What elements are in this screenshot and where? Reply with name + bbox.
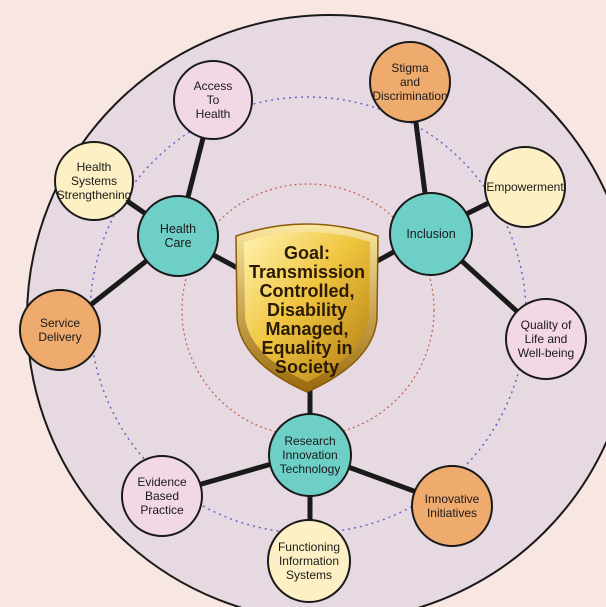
node-innovative-initiatives: Innovative Initiatives <box>411 465 493 547</box>
goal-shield <box>244 232 370 382</box>
hub-inclusion: Inclusion <box>389 192 473 276</box>
node-functioning-information-systems: Functioning Information Systems <box>267 519 351 603</box>
node-health-systems-strengthening: Health Systems Strengthening <box>54 141 134 221</box>
node-stigma-and-discrimination: Stigma and Discrimination <box>369 41 451 123</box>
node-service-delivery: Service Delivery <box>19 289 101 371</box>
inner-dotted-ring <box>181 183 435 437</box>
goal-text: Goal: Transmission Controlled, Disabilit… <box>248 242 366 377</box>
node-access-to-health: Access To Health <box>173 60 253 140</box>
node-empowerment: Empowerment <box>484 146 566 228</box>
hub-research-innovation-technology: Research Innovation Technology <box>268 413 352 497</box>
node-quality-of-life: Quality of Life and Well-being <box>505 298 587 380</box>
node-evidence-based-practice: Evidence Based Practice <box>121 455 203 537</box>
hub-health-care: Health Care <box>137 195 219 277</box>
